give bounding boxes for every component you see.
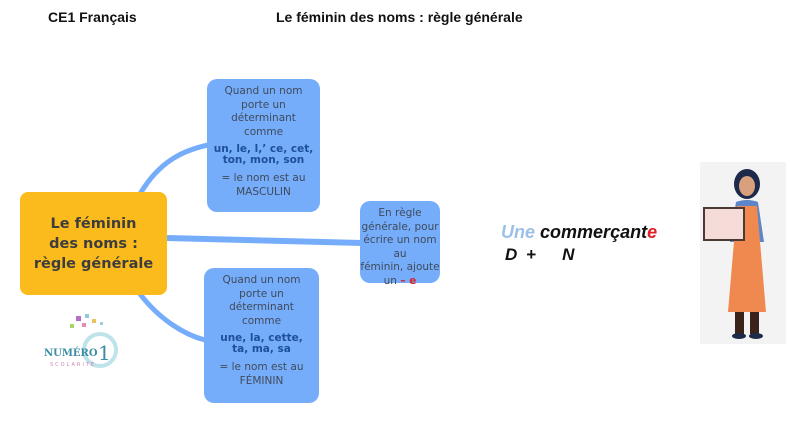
rule-last-line: un – e	[360, 275, 440, 289]
gender-label: FÉMININ	[239, 374, 284, 387]
masculine-rule-box: Quand un nom porte un déterminant comme …	[207, 79, 320, 212]
box-text: un	[383, 274, 401, 287]
determiners-line: un, le, l,’ ce, cet,	[213, 143, 314, 155]
numero1-logo: NUMÉRO 1 SCOLARITÉ	[40, 310, 120, 372]
gender-label: MASCULIN	[236, 185, 291, 198]
box-text: = le nom est au	[221, 172, 306, 184]
noun-stem: commerçant	[540, 222, 648, 242]
determiners-line: une, la, cette,	[220, 332, 303, 344]
box-text: comme	[241, 314, 282, 327]
general-rule-box: En règle générale, pour écrire un nom au…	[360, 201, 440, 287]
box-text: porte un	[241, 98, 286, 111]
example-noun: commerçante	[540, 222, 657, 242]
feminine-determiners: une, la, cette, ta, ma, sa	[204, 333, 319, 355]
course-title: CE1 Français	[48, 9, 137, 25]
box-text: comme	[243, 125, 284, 138]
box-text: générale, pour	[361, 220, 439, 233]
box-text: En règle	[378, 207, 422, 219]
central-topic: Le féminin des noms : règle générale	[20, 192, 167, 295]
central-line-2: des noms :	[49, 235, 138, 252]
example-determiner: Une	[501, 222, 536, 242]
svg-text:SCOLARITÉ: SCOLARITÉ	[50, 360, 96, 368]
feminine-rule-box: Quand un nom porte un déterminant comme …	[204, 268, 319, 403]
suffix-highlight: – e	[400, 274, 417, 287]
formula-noun: N	[562, 245, 575, 264]
masculine-determiners: un, le, l,’ ce, cet, ton, mon, son	[207, 144, 320, 166]
svg-text:NUMÉRO: NUMÉRO	[44, 347, 98, 359]
box-text: Quand un nom	[224, 85, 303, 97]
formula-determiner: D +	[505, 245, 536, 264]
box-text: = le nom est au	[219, 361, 304, 373]
example-phrase: Une commerçante	[501, 221, 657, 243]
lesson-title: Le féminin des noms : règle générale	[276, 9, 523, 25]
shopkeeper-illustration	[700, 162, 786, 344]
determiners-line: ta, ma, sa	[232, 343, 291, 355]
box-text: déterminant	[231, 112, 296, 124]
box-text: écrire un nom au	[363, 234, 437, 260]
example-formula: D + N	[505, 245, 574, 265]
box-text: déterminant	[229, 301, 294, 313]
box-text: Quand un nom	[222, 274, 301, 286]
feminine-suffix: e	[647, 222, 658, 242]
central-line-3: règle générale	[33, 255, 154, 272]
svg-text:1: 1	[98, 341, 111, 365]
central-line-1: Le féminin	[50, 215, 137, 232]
box-text: porte un	[239, 287, 284, 300]
determiners-line: ton, mon, son	[222, 154, 305, 166]
box-text: féminin, ajoute	[360, 261, 440, 273]
